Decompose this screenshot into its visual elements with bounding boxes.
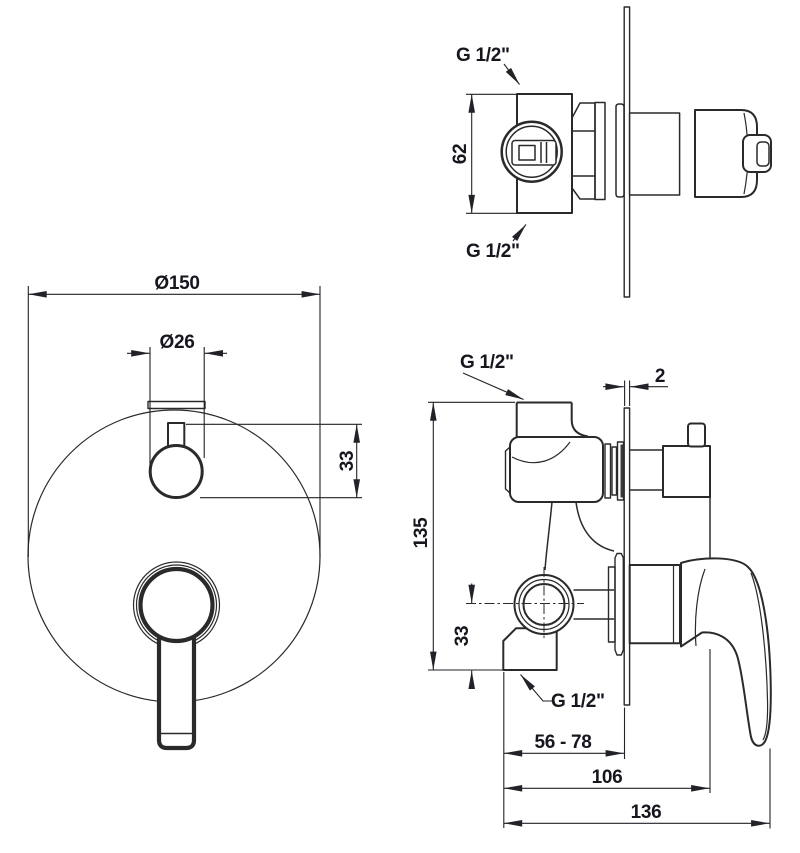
leader-thread-top [503, 63, 520, 85]
dim-label-depth-range: 56 - 78 [534, 732, 591, 753]
inlet-port-inner-ring [505, 125, 558, 178]
trim-sleeve [615, 103, 625, 198]
wall-plate-edge [623, 6, 631, 298]
lever-blade-edge-line [750, 572, 769, 741]
lever-hub-cylinder [628, 564, 682, 645]
diverter-cartridge-seal [620, 444, 624, 498]
leader-thread-bottom [512, 224, 527, 242]
port-slot-detail [518, 142, 548, 163]
diverter-knob-tab [687, 422, 706, 448]
diverter-knob [148, 444, 204, 499]
lever-neck-line [694, 568, 706, 647]
dim-33-extension-lines [186, 423, 362, 499]
port-slot [511, 139, 557, 166]
view-side-lower: 2 135 33 G 1/2" G 1/2" 56 - 78 106 136 [411, 352, 772, 829]
dim-label-depth-to-knob: 106 [592, 767, 623, 788]
inlet-pipe-top [515, 401, 589, 438]
lever-handle-grip [156, 615, 197, 751]
thread-label-top: G 1/2" [456, 45, 510, 66]
thread-label-bottom: G 1/2" [551, 691, 605, 712]
dim-26-extension-lines [149, 347, 205, 467]
body-shoulder-curve [511, 441, 571, 464]
thread-label-top: G 1/2" [460, 352, 514, 373]
dim-label-overall-height: 135 [411, 517, 432, 549]
diverter-cartridge-rib-2 [611, 446, 618, 496]
wall-plate-edge [623, 407, 631, 706]
diverter-knob-body [662, 445, 711, 498]
dim-label-plate-thickness: 2 [655, 366, 665, 387]
body-to-mixer-connectors [544, 501, 615, 620]
lever-handle-hub [138, 566, 215, 644]
dim-label-knob-diameter: Ø26 [159, 332, 194, 353]
through-wall-cylinder [628, 112, 681, 196]
leader-thread-top [462, 372, 524, 401]
diverter-stem-lines [629, 449, 663, 491]
trim-knob [694, 109, 758, 198]
mounting-flange [594, 101, 606, 201]
mounting-tab [147, 400, 206, 410]
bottom-inlet-block [502, 627, 558, 671]
knob-grip-inner [756, 141, 770, 167]
mixer-port-centerlines [466, 567, 584, 641]
thread-label-bottom: G 1/2" [466, 241, 520, 262]
diverter-cartridge-rib-1 [604, 443, 612, 499]
dim-label-outlet-offset: 33 [452, 626, 473, 647]
dim-150-extension-lines [27, 286, 321, 557]
dim-label-overall-depth: 136 [631, 802, 662, 823]
dim-label-plate-diameter: Ø150 [154, 273, 199, 294]
body-nut [571, 102, 596, 200]
leader-thread-bottom [520, 674, 552, 702]
view-front: Ø150 Ø26 33 [27, 273, 362, 751]
view-side-upper: 62 G 1/2" G 1/2" [450, 6, 772, 298]
dim-label-knob-offset: 33 [337, 451, 358, 472]
lever-blade [680, 557, 772, 747]
body-left-bulge [504, 446, 511, 494]
mixer-cartridge-cone [614, 552, 624, 656]
dim-label-62: 62 [450, 144, 471, 165]
valve-body-block [509, 436, 604, 503]
mixer-cartridge-rib [607, 566, 616, 643]
